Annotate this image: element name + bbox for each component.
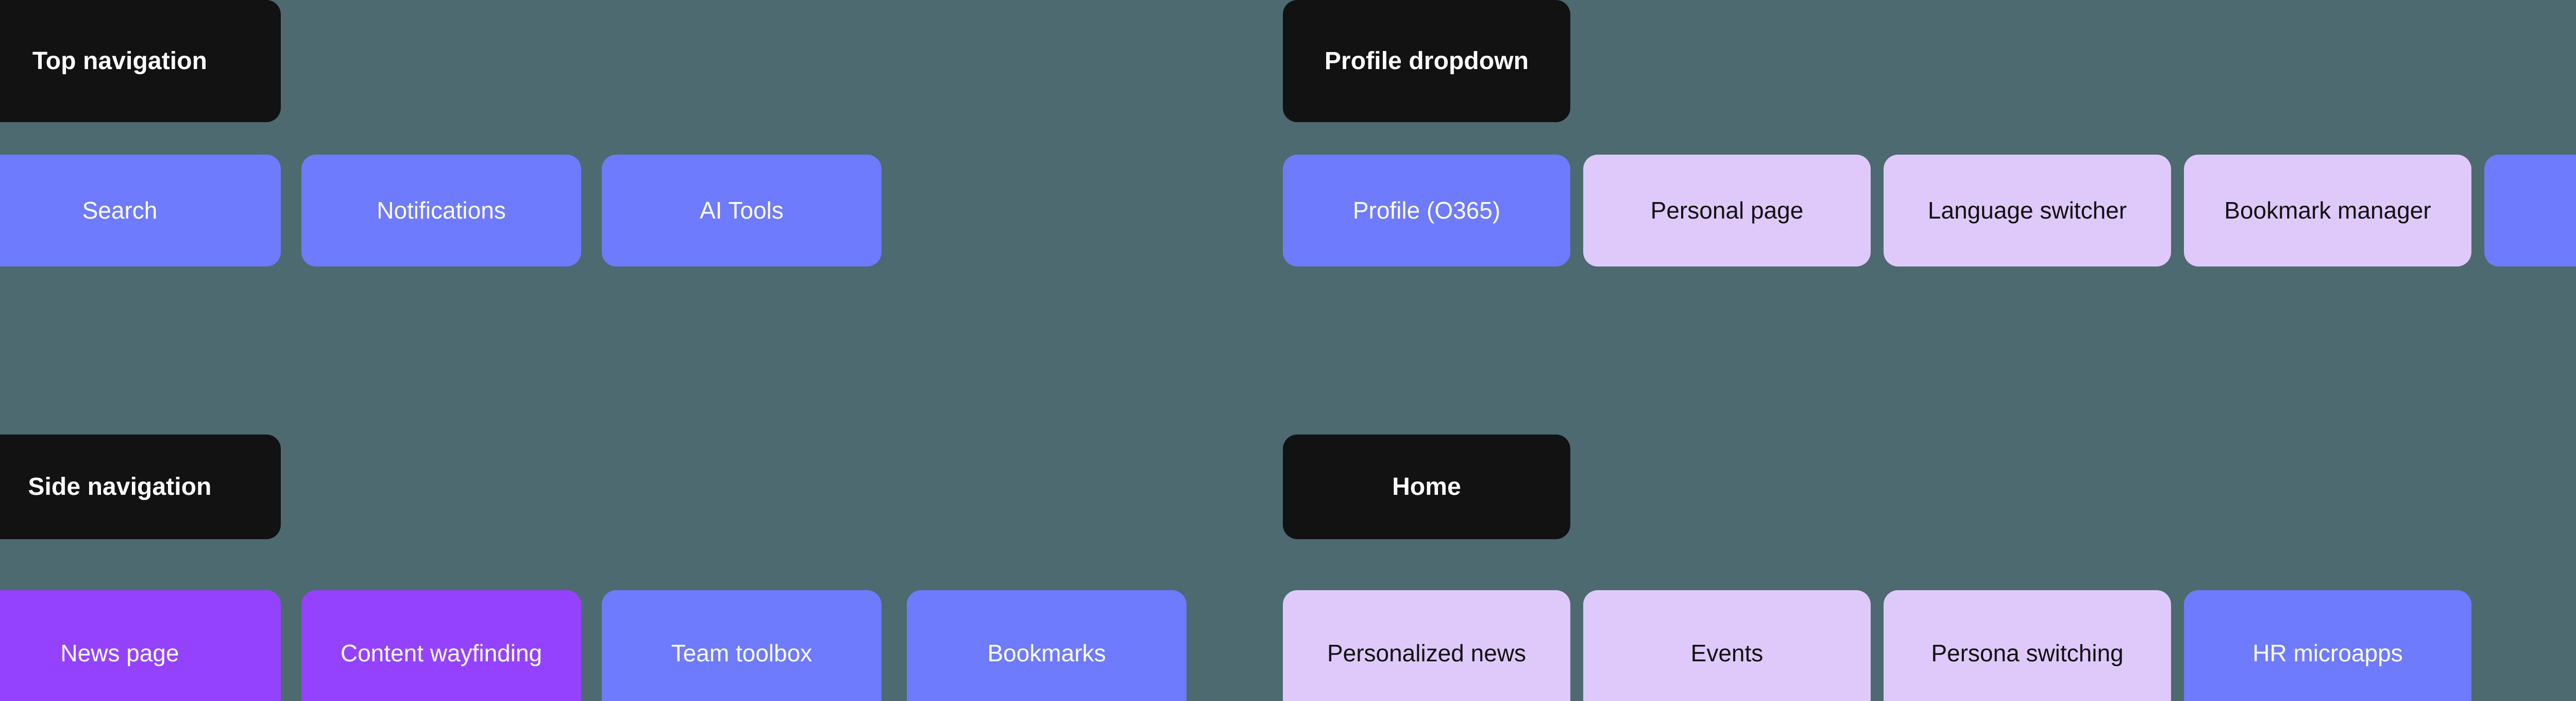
card-label: Persona switching [1931, 640, 2124, 667]
group-header-label: Home [1392, 473, 1461, 500]
group-header-label: Side navigation [28, 473, 212, 500]
card-events[interactable]: Events [1583, 590, 1871, 701]
card-label: Language switcher [1927, 197, 2127, 224]
card-label: Bookmarks [987, 640, 1106, 667]
card-label: Profile (O365) [1352, 197, 1501, 224]
card-logout[interactable]: Logout [2484, 155, 2576, 266]
card-team-toolbox[interactable]: Team toolbox [602, 590, 882, 701]
card-label: Personal page [1650, 197, 1804, 224]
group-header-home[interactable]: Home [1283, 435, 1570, 539]
group-header-label: Profile dropdown [1324, 47, 1529, 75]
card-news-page[interactable]: News page [0, 590, 281, 701]
group-header-top-navigation[interactable]: Top navigation [0, 0, 281, 122]
card-ai-tools[interactable]: AI Tools [602, 155, 882, 266]
card-bookmarks[interactable]: Bookmarks [907, 590, 1187, 701]
card-label: Content wayfinding [340, 640, 543, 667]
card-label: Bookmark manager [2224, 197, 2431, 224]
card-personal-page[interactable]: Personal page [1583, 155, 1871, 266]
group-header-profile-dropdown[interactable]: Profile dropdown [1283, 0, 1570, 122]
card-label: News page [60, 640, 179, 667]
card-profile-o365[interactable]: Profile (O365) [1283, 155, 1570, 266]
card-language-switcher[interactable]: Language switcher [1884, 155, 2171, 266]
card-hr-microapps[interactable]: HR microapps [2184, 590, 2471, 701]
card-search[interactable]: Search [0, 155, 281, 266]
card-label: AI Tools [700, 197, 784, 224]
card-label: Team toolbox [671, 640, 812, 667]
card-persona-switching[interactable]: Persona switching [1884, 590, 2171, 701]
card-label: Search [82, 197, 158, 224]
card-bookmark-manager[interactable]: Bookmark manager [2184, 155, 2471, 266]
card-label: Notifications [377, 197, 506, 224]
group-header-side-navigation[interactable]: Side navigation [0, 435, 281, 539]
card-label: Personalized news [1327, 640, 1527, 667]
card-notifications[interactable]: Notifications [301, 155, 581, 266]
group-header-label: Top navigation [32, 47, 208, 75]
card-personalized-news[interactable]: Personalized news [1283, 590, 1570, 701]
card-label: Events [1690, 640, 1764, 667]
card-content-wayfinding[interactable]: Content wayfinding [301, 590, 581, 701]
card-label: HR microapps [2252, 640, 2403, 667]
